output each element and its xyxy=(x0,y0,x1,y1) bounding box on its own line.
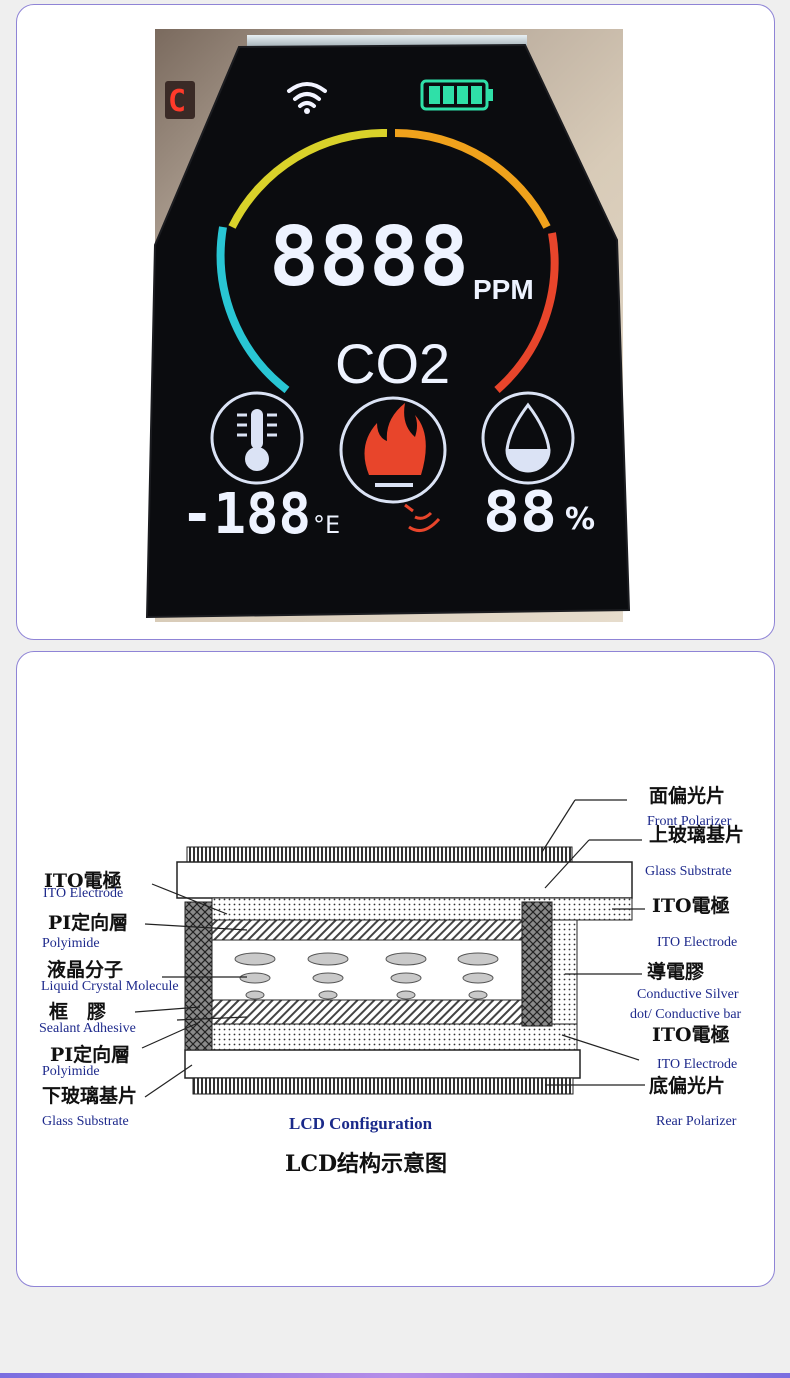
left-sealant xyxy=(184,901,213,1051)
gauge-arc-cyan xyxy=(216,226,290,394)
battery-icon xyxy=(420,79,493,111)
label-conductive-bar-en: dot/ Conductive bar xyxy=(630,1007,742,1022)
humidity-reading: 88 xyxy=(483,480,557,545)
conductive-silver-dot xyxy=(551,919,578,1025)
thermometer-icon xyxy=(210,391,304,485)
temperature-unit: °E xyxy=(313,511,340,539)
label-front-polarizer-en: Front Polarizer xyxy=(647,814,732,829)
label-ito-electrode-en-right-bottom: ITO Electrode xyxy=(657,1057,738,1072)
upper-polyimide xyxy=(211,919,523,941)
label-glass-substrate-zh-right: 上玻璃基片 xyxy=(649,824,745,846)
water-drop-icon xyxy=(481,391,575,485)
gauge-arc-yellow xyxy=(228,128,388,229)
label-liquid-crystal-en: Liquid Crystal Molecule xyxy=(41,979,179,994)
label-polyimide-zh-bottom: PI定向層 xyxy=(50,1044,131,1066)
label-polyimide-zh-top: PI定向層 xyxy=(48,912,129,934)
label-ito-electrode-en-right-top: ITO Electrode xyxy=(657,935,738,950)
label-ito-electrode-zh-right-top: ITO電極 xyxy=(652,895,730,917)
label-glass-substrate-zh-left: 下玻璃基片 xyxy=(42,1085,138,1107)
label-liquid-crystal-zh: 液晶分子 xyxy=(47,959,124,981)
label-ito-electrode-zh-left: ITO電極 xyxy=(44,870,122,892)
upper-glass-substrate xyxy=(176,861,633,899)
temperature-reading: -188 xyxy=(181,482,311,547)
caption-chinese: LCD结构示意图 xyxy=(285,1151,448,1177)
leader-lines xyxy=(134,799,645,1098)
label-polyimide-en-bottom: Polyimide xyxy=(42,1064,100,1079)
label-conductive-zh: 導電膠 xyxy=(647,961,705,983)
right-sealant xyxy=(521,901,553,1027)
gauge-arc-orange xyxy=(394,129,551,229)
lower-ito-electrode xyxy=(211,1023,578,1051)
lower-polyimide xyxy=(211,999,523,1025)
label-sealant-zh: 框 膠 xyxy=(49,1001,107,1023)
liquid-crystal-molecules xyxy=(234,952,499,1000)
gauge-arc xyxy=(216,128,559,394)
label-front-polarizer-zh: 面偏光片 xyxy=(649,785,726,807)
upper-ito-electrode xyxy=(211,897,633,921)
bottom-accent-bar xyxy=(0,1373,790,1378)
background-device xyxy=(165,81,195,119)
label-polyimide-en-top: Polyimide xyxy=(42,936,100,951)
label-glass-substrate-en-left: Glass Substrate xyxy=(42,1114,129,1129)
label-ito-electrode-en-left: ITO Electrode xyxy=(43,886,124,901)
structure-diagram xyxy=(134,799,645,1098)
label-ito-electrode-zh-right-bottom: ITO電極 xyxy=(652,1024,730,1046)
main-reading: 8888 xyxy=(269,210,469,305)
gas-label: CO2 xyxy=(335,332,450,395)
lcd-structure-card: ITO電極 ITO Electrode PI定向層 Polyimide 液晶分子… xyxy=(16,651,775,1287)
humidity-unit: % xyxy=(565,502,595,537)
wifi-icon xyxy=(287,82,327,114)
label-sealant-en: Sealant Adhesive xyxy=(39,1021,136,1036)
main-unit: PPM xyxy=(473,274,534,305)
lcd-display: C 8888 PPM CO2 xyxy=(145,35,631,619)
flame-icon xyxy=(339,396,447,504)
front-polarizer xyxy=(186,846,573,863)
lcd-photo-card: C 8888 PPM CO2 xyxy=(16,4,775,640)
gauge-arc-red xyxy=(494,232,559,393)
label-rear-polarizer-en: Rear Polarizer xyxy=(656,1114,737,1129)
label-conductive-silver-en: Conductive Silver xyxy=(637,987,739,1002)
label-glass-substrate-en-right: Glass Substrate xyxy=(645,864,732,879)
rear-polarizer xyxy=(192,1077,574,1095)
phone-icon xyxy=(404,503,441,533)
caption-english: LCD Configuration xyxy=(289,1114,433,1133)
liquid-crystal-layer xyxy=(211,939,523,1001)
lower-glass-substrate xyxy=(184,1049,581,1079)
background-led-glyph: C xyxy=(168,84,186,119)
lcd-panel xyxy=(145,43,631,619)
label-rear-polarizer-zh: 底偏光片 xyxy=(649,1075,726,1097)
